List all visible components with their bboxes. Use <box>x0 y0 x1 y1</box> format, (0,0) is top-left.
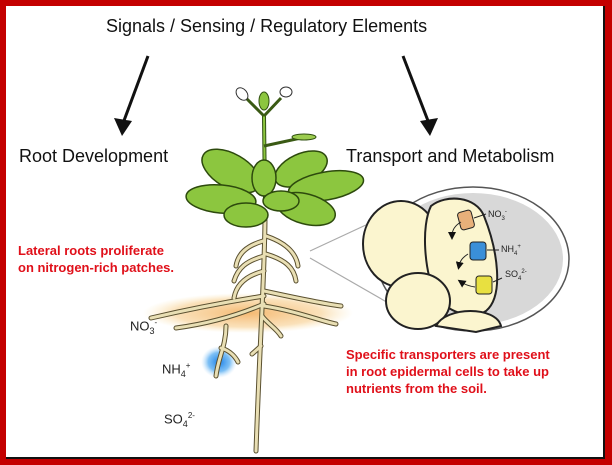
branch-root-development: Root Development <box>19 146 169 166</box>
ion-sub: 4 <box>182 418 188 429</box>
ion-base: NH <box>501 244 514 254</box>
ion-sub: 3 <box>501 215 505 222</box>
ion-base: SO <box>505 269 519 279</box>
note-lateral-roots: Lateral roots proliferate on nitrogen-ri… <box>18 243 175 275</box>
ion-sub: 3 <box>149 325 155 336</box>
note-transporters: Specific transporters are present in roo… <box>346 347 550 396</box>
ion-base: NO <box>488 209 502 219</box>
ion-sub: 4 <box>514 250 518 257</box>
transporter-nitrate <box>448 209 487 240</box>
transporter-sulfate <box>457 275 503 295</box>
arrow-right <box>401 55 438 136</box>
ion-sub: 4 <box>518 275 522 282</box>
soil-ion-sulfate: SO42- <box>164 411 195 429</box>
transporter-ammonium <box>455 241 499 270</box>
diagram-graphics <box>114 55 570 454</box>
diagram-title: Signals / Sensing / Regulatory Elements <box>106 16 428 36</box>
ion-sup: - <box>504 209 507 215</box>
soil-ion-ammonium: NH4+ <box>162 361 190 379</box>
inset-ion-ammonium: NH4+ <box>501 244 521 257</box>
figure-canvas: Signals / Sensing / Regulatory Elements … <box>6 6 605 459</box>
ion-base: NO <box>130 318 150 334</box>
ion-sup: + <box>185 361 191 370</box>
ion-sub: 4 <box>180 368 186 379</box>
inset-ion-nitrate: NO3- <box>488 209 507 222</box>
branch-transport-metabolism: Transport and Metabolism <box>346 146 555 166</box>
ion-sup: 2- <box>521 269 527 275</box>
arrow-left <box>114 55 150 136</box>
ion-sup: - <box>154 318 158 327</box>
ion-sup: 2- <box>187 411 195 420</box>
ion-base: SO <box>164 411 183 427</box>
ion-base: NH <box>162 361 181 377</box>
soil-ion-nitrate: NO3- <box>130 318 157 336</box>
inset-ion-sulfate: SO42- <box>505 269 527 282</box>
cell-inset <box>362 186 570 334</box>
rosette-leaves <box>185 148 365 228</box>
ion-sup: + <box>517 244 521 250</box>
